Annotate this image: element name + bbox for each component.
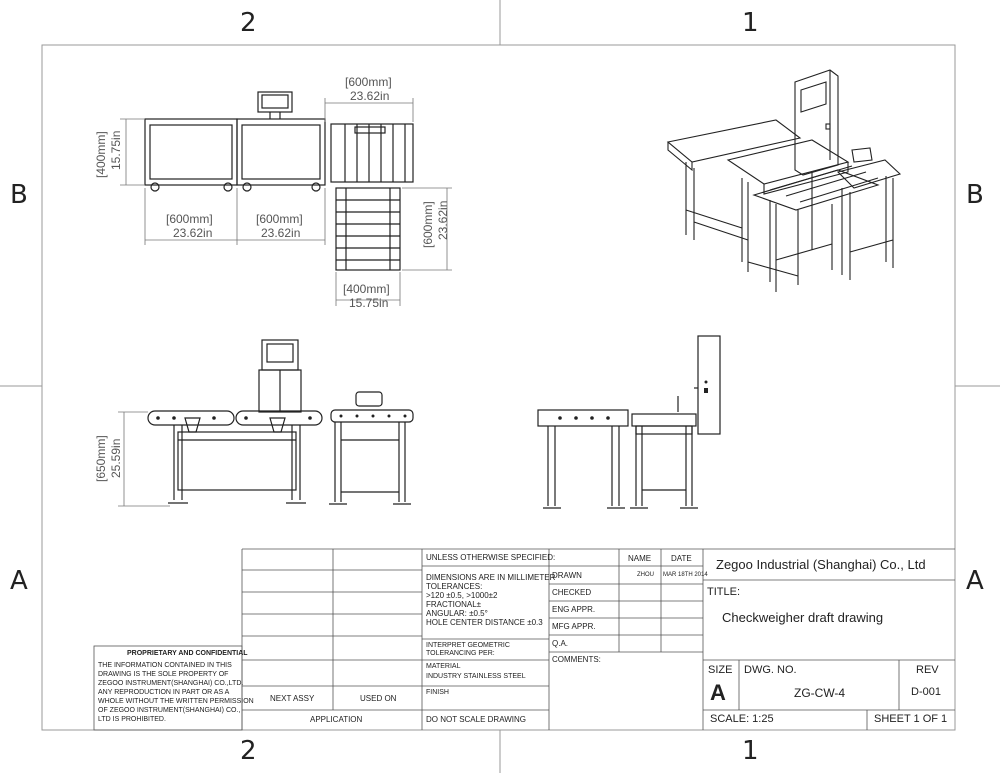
eng-appr-label: ENG APPR. <box>552 605 596 614</box>
drawn-date: MAR 18TH 2014 <box>663 572 708 578</box>
proprietary-line: OF ZEGOO INSTRUMENT(SHANGHAI) CO., <box>98 707 241 714</box>
dim-right-vertical-mm: [600mm] <box>421 201 435 248</box>
zone-right-lower: A <box>966 566 984 596</box>
isometric-view <box>666 69 902 292</box>
dim-lower-width-in: 15.75in <box>349 296 389 310</box>
interpret-line: TOLERANCING PER: <box>426 650 495 657</box>
dim-bottom-2-in: 23.62in <box>261 226 301 240</box>
zone-bottom-left: 2 <box>240 736 257 766</box>
used-on-label: USED ON <box>360 694 397 703</box>
dim-right-vertical-in: 23.62in <box>436 200 450 240</box>
size-value: A <box>710 680 726 705</box>
proprietary-line: ANY REPRODUCTION IN PART OR AS A <box>98 689 230 696</box>
title-block-grid <box>93 548 955 731</box>
date-header: DATE <box>671 554 692 563</box>
proprietary-line: ZEGOO INSTRUMENT(SHANGHAI) CO.,LTD. <box>98 680 244 687</box>
zone-left-lower: A <box>10 566 28 596</box>
proprietary-line: DRAWING IS THE SOLE PROPERTY OF <box>98 671 229 678</box>
dimension-note: TOLERANCES: <box>426 582 483 591</box>
side-view <box>537 335 721 509</box>
mfg-appr-label: MFG APPR. <box>552 622 596 631</box>
company-name: Zegoo Industrial (Shanghai) Co., Ltd <box>716 557 926 572</box>
dim-bottom-2-mm: [600mm] <box>256 212 303 226</box>
proprietary-line: LTD IS PROHIBITED. <box>98 716 166 723</box>
qa-label: Q.A. <box>552 639 569 648</box>
drawn-label: DRAWN <box>552 571 582 580</box>
proprietary-line: THE INFORMATION CONTAINED IN THIS <box>98 662 232 669</box>
scale-label: SCALE: 1:25 <box>710 713 774 725</box>
drawn-name: ZHOU <box>637 572 654 578</box>
checked-label: CHECKED <box>552 588 592 597</box>
zone-top-right: 1 <box>742 8 759 38</box>
dim-top-length-mm: [600mm] <box>345 75 392 89</box>
dim-height-in: 25.59in <box>109 438 123 478</box>
drawing-title: Checkweigher draft drawing <box>722 610 884 625</box>
material-label: MATERIAL <box>426 663 461 670</box>
dim-top-length-in: 23.62in <box>350 89 390 103</box>
front-view <box>147 339 414 505</box>
material-value: INDUSTRY STAINLESS STEEL <box>426 673 526 680</box>
next-assy-label: NEXT ASSY <box>270 694 315 703</box>
interpret-line: INTERPRET GEOMETRIC <box>426 642 510 649</box>
dim-height-mm: [650mm] <box>94 435 108 482</box>
dimension-note: ANGULAR: ±0.5° <box>426 609 488 618</box>
do-not-scale-label: DO NOT SCALE DRAWING <box>426 715 527 724</box>
name-header: NAME <box>628 554 652 563</box>
dwg-no-value: ZG-CW-4 <box>794 686 846 700</box>
size-label: SIZE <box>708 664 733 676</box>
dim-left-height-mm: [400mm] <box>94 131 108 178</box>
dim-left-height-in: 15.75in <box>109 130 123 170</box>
dimension-note: HOLE CENTER DISTANCE ±0.3 <box>426 618 543 627</box>
rev-label: REV <box>916 664 939 676</box>
dwg-no-label: DWG. NO. <box>744 664 797 676</box>
dim-lower-width-mm: [400mm] <box>343 282 390 296</box>
unless-specified-label: UNLESS OTHERWISE SPECIFIED: <box>426 553 556 562</box>
proprietary-title: PROPRIETARY AND CONFIDENTIAL <box>127 650 248 657</box>
sheet-label: SHEET 1 OF 1 <box>874 713 948 725</box>
dim-bottom-1-in: 23.62in <box>173 226 213 240</box>
zone-top-left: 2 <box>240 8 257 38</box>
dim-bottom-1-mm: [600mm] <box>166 212 213 226</box>
comments-label: COMMENTS: <box>552 655 601 664</box>
rev-value: D-001 <box>911 686 941 698</box>
top-view <box>144 91 414 271</box>
dimension-note: >120 ±0.5, >1000±2 <box>426 591 498 600</box>
drawing-border <box>41 44 956 731</box>
proprietary-line: WHOLE WITHOUT THE WRITTEN PERMISSION <box>98 698 254 705</box>
zone-bottom-right: 1 <box>742 736 759 766</box>
finish-label: FINISH <box>426 689 449 696</box>
zone-left-upper: B <box>10 180 28 210</box>
zone-right-upper: B <box>966 180 984 210</box>
application-label: APPLICATION <box>310 715 363 724</box>
title-label: TITLE: <box>707 586 741 598</box>
dimension-lines <box>118 98 452 507</box>
dimension-note: FRACTIONAL± <box>426 600 482 609</box>
dimension-note: DIMENSIONS ARE IN MILLIMETER <box>426 573 556 582</box>
